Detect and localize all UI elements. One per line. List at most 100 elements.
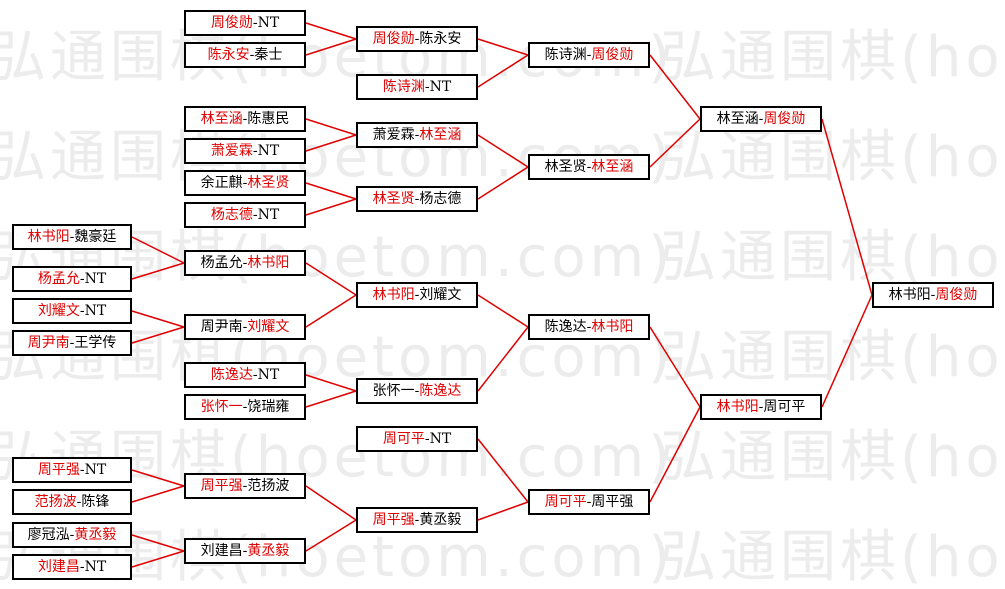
match-box: 周平强-黄丞毅	[356, 507, 478, 533]
player-name: 陈诗渊	[382, 79, 425, 95]
player-name: 黄丞毅	[74, 527, 117, 543]
player-name: 陈锋	[81, 494, 110, 510]
bracket-connector	[305, 118, 357, 136]
player-name: NT	[257, 15, 280, 31]
match-box: 林书阳-周可平	[700, 394, 822, 420]
separator: -	[586, 159, 592, 175]
match-box: 陈诗渊-周俊勋	[528, 42, 650, 68]
player-name: 陈逸达	[544, 319, 587, 335]
player-name: NT	[84, 271, 107, 287]
player-name: 林书阳	[888, 287, 931, 303]
bracket-connector	[477, 294, 529, 328]
bracket-connector	[649, 326, 701, 408]
bracket-connector	[821, 118, 873, 296]
player-name: 张怀一	[372, 383, 415, 399]
separator: -	[586, 319, 592, 335]
bracket-connector	[477, 54, 529, 88]
separator: -	[79, 271, 85, 287]
player-name: 周可平	[763, 399, 806, 415]
match-box: 周俊勋-陈永安	[356, 26, 478, 52]
separator: -	[69, 527, 75, 543]
separator: -	[69, 229, 75, 245]
player-name: 余正麒	[200, 175, 243, 191]
separator: -	[79, 303, 85, 319]
match-box: 周平强-NT	[12, 457, 132, 483]
bracket-connector	[131, 550, 185, 568]
player-name: NT	[257, 207, 280, 223]
match-box: 周尹南-王学传	[12, 330, 132, 356]
player-name: 范扬波	[34, 494, 77, 510]
match-box: 林书阳-魏豪廷	[12, 224, 132, 250]
player-name: 林至涵	[200, 111, 243, 127]
player-name: 刘耀文	[247, 319, 290, 335]
separator: -	[414, 191, 420, 207]
player-name: 林至涵	[419, 127, 462, 143]
player-name: 萧爱霖	[372, 127, 415, 143]
player-name: 林至涵	[591, 159, 634, 175]
player-name: 杨孟允	[37, 271, 80, 287]
match-box: 杨孟允-NT	[12, 266, 132, 292]
player-name: 黄丞毅	[247, 543, 290, 559]
match-box: 杨志德-NT	[184, 202, 306, 228]
bracket-connector	[305, 519, 357, 552]
player-name: 陈逸达	[210, 367, 253, 383]
player-name: 周俊勋	[935, 287, 978, 303]
separator: -	[69, 335, 75, 351]
match-box: 周平强-范扬波	[184, 473, 306, 499]
bracket-connector	[649, 54, 701, 120]
player-name: 刘耀文	[37, 303, 80, 319]
bracket-connector	[477, 326, 529, 392]
player-name: NT	[429, 79, 452, 95]
match-box: 林圣贤-林至涵	[528, 154, 650, 180]
bracket-connector	[305, 294, 357, 328]
separator: -	[586, 494, 592, 510]
match-box: 林书阳-刘耀文	[356, 282, 478, 308]
player-name: 魏豪廷	[74, 229, 117, 245]
bracket-connector	[477, 134, 529, 168]
separator: -	[930, 287, 936, 303]
player-name: 周可平	[382, 431, 425, 447]
bracket-connector	[477, 38, 529, 56]
separator: -	[758, 399, 764, 415]
player-name: 杨孟允	[200, 255, 243, 271]
watermark-text: 弘通围棋(hoetom.com)	[660, 325, 1005, 390]
separator: -	[414, 383, 420, 399]
player-name: 周尹南	[200, 319, 243, 335]
player-name: NT	[84, 303, 107, 319]
separator: -	[252, 15, 258, 31]
bracket-connector	[305, 198, 357, 216]
separator: -	[242, 319, 248, 335]
bracket-connector	[821, 294, 873, 408]
player-name: 刘建昌	[200, 543, 243, 559]
player-name: NT	[257, 367, 280, 383]
bracket-connector	[131, 485, 185, 503]
match-box: 张怀一-陈逸达	[356, 378, 478, 404]
match-box: 周尹南-刘耀文	[184, 314, 306, 340]
player-name: 廖冠泓	[27, 527, 70, 543]
match-box: 陈逸达-NT	[184, 362, 306, 388]
separator: -	[414, 127, 420, 143]
player-name: 周平强	[200, 478, 243, 494]
player-name: 刘耀文	[419, 287, 462, 303]
separator: -	[249, 47, 255, 63]
player-name: 萧爱霖	[210, 143, 253, 159]
separator: -	[242, 175, 248, 191]
player-name: 秦士	[254, 47, 283, 63]
separator: -	[758, 111, 764, 127]
separator: -	[252, 207, 258, 223]
player-name: NT	[84, 462, 107, 478]
player-name: 饶瑞雍	[247, 399, 290, 415]
bracket-connector	[305, 134, 357, 152]
player-name: 林书阳	[716, 399, 759, 415]
player-name: 周平强	[591, 494, 634, 510]
player-name: 林书阳	[591, 319, 634, 335]
player-name: 陈逸达	[419, 383, 462, 399]
match-box: 范扬波-陈锋	[12, 489, 132, 515]
player-name: 杨志德	[210, 207, 253, 223]
separator: -	[242, 399, 248, 415]
player-name: 林至涵	[716, 111, 759, 127]
match-box: 林至涵-陈惠民	[184, 106, 306, 132]
separator: -	[79, 462, 85, 478]
player-name: 林圣贤	[247, 175, 290, 191]
